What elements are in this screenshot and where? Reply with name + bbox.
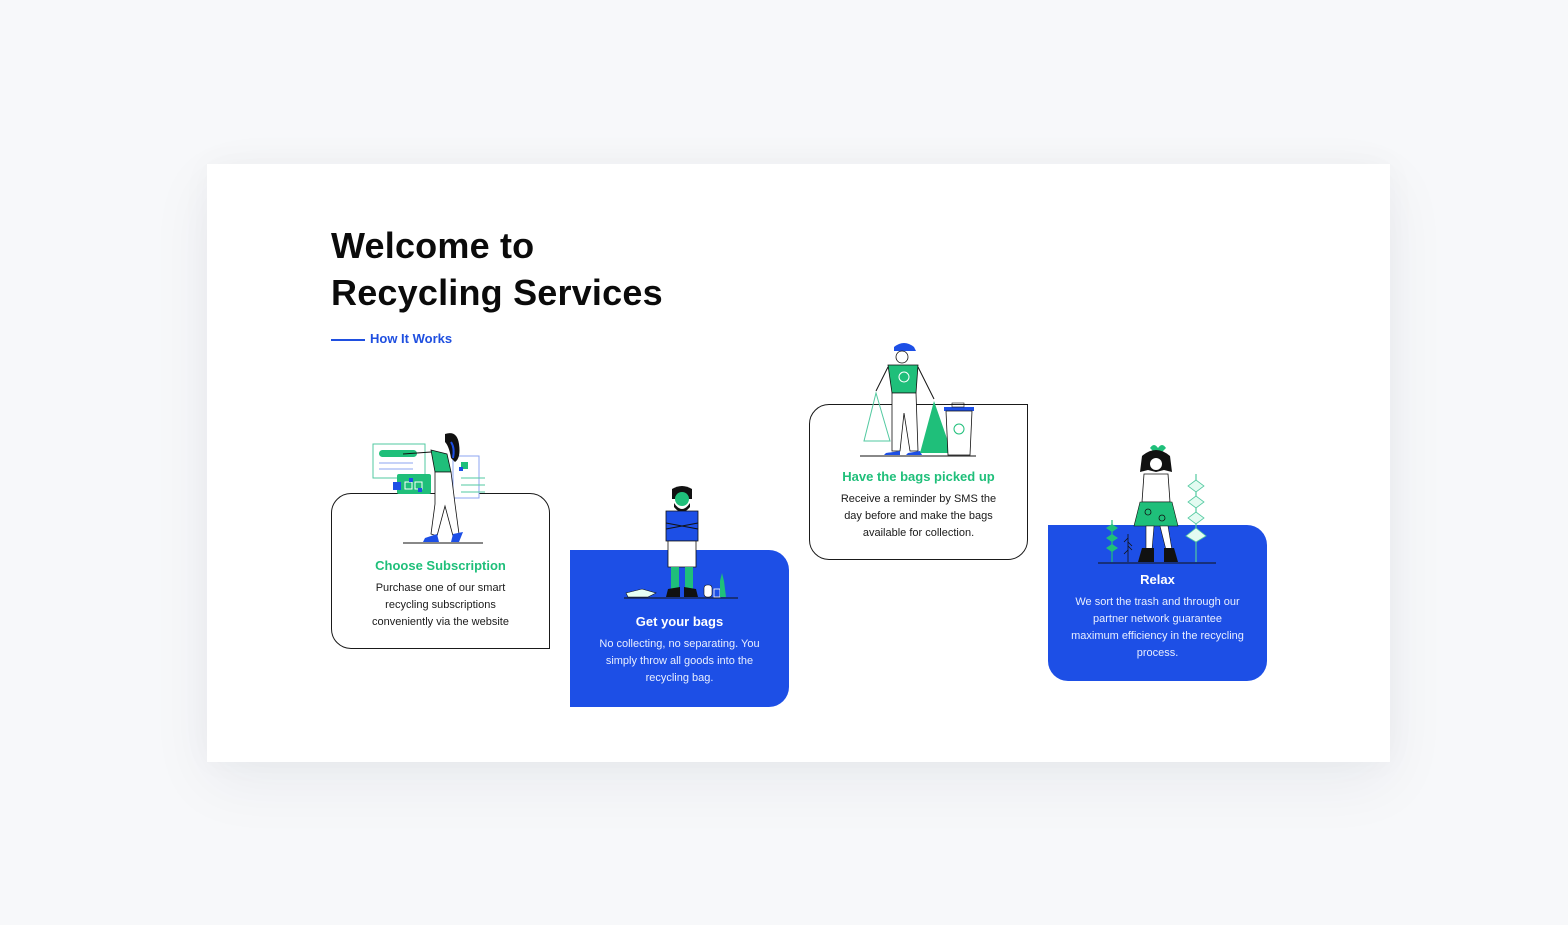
man-carrying-bags-illustration [860,343,976,457]
step-title: Choose Subscription [375,558,506,573]
page-title: Welcome to Recycling Services [331,222,663,316]
step-card-have-bags-picked-up: Have the bags picked up Receive a remind… [809,404,1028,560]
step-description: Receive a reminder by SMS the day before… [840,493,997,539]
woman-relaxing-plants-illustration [1098,445,1216,564]
page-title-line-1: Welcome to [331,225,535,266]
page-title-line-2: Recycling Services [331,272,663,313]
step-title: Have the bags picked up [842,469,995,484]
section-label: How It Works [331,331,452,346]
step-title: Get your bags [635,614,724,629]
step-description: We sort the trash and through our partne… [1071,596,1244,659]
step-description: No collecting, no separating. You simply… [599,638,760,684]
step-card-get-your-bags: Get your bags No collecting, no separati… [570,550,789,707]
step-card-relax: Relax We sort the trash and through our … [1048,525,1267,681]
step-description: Purchase one of our smart recycling subs… [372,582,509,628]
section-label-divider [331,339,365,341]
woman-choosing-subscription-illustration [372,433,485,544]
step-title: Relax [1140,572,1175,587]
section-label-text: How It Works [370,331,453,346]
man-with-recyclables-illustration [624,486,738,599]
